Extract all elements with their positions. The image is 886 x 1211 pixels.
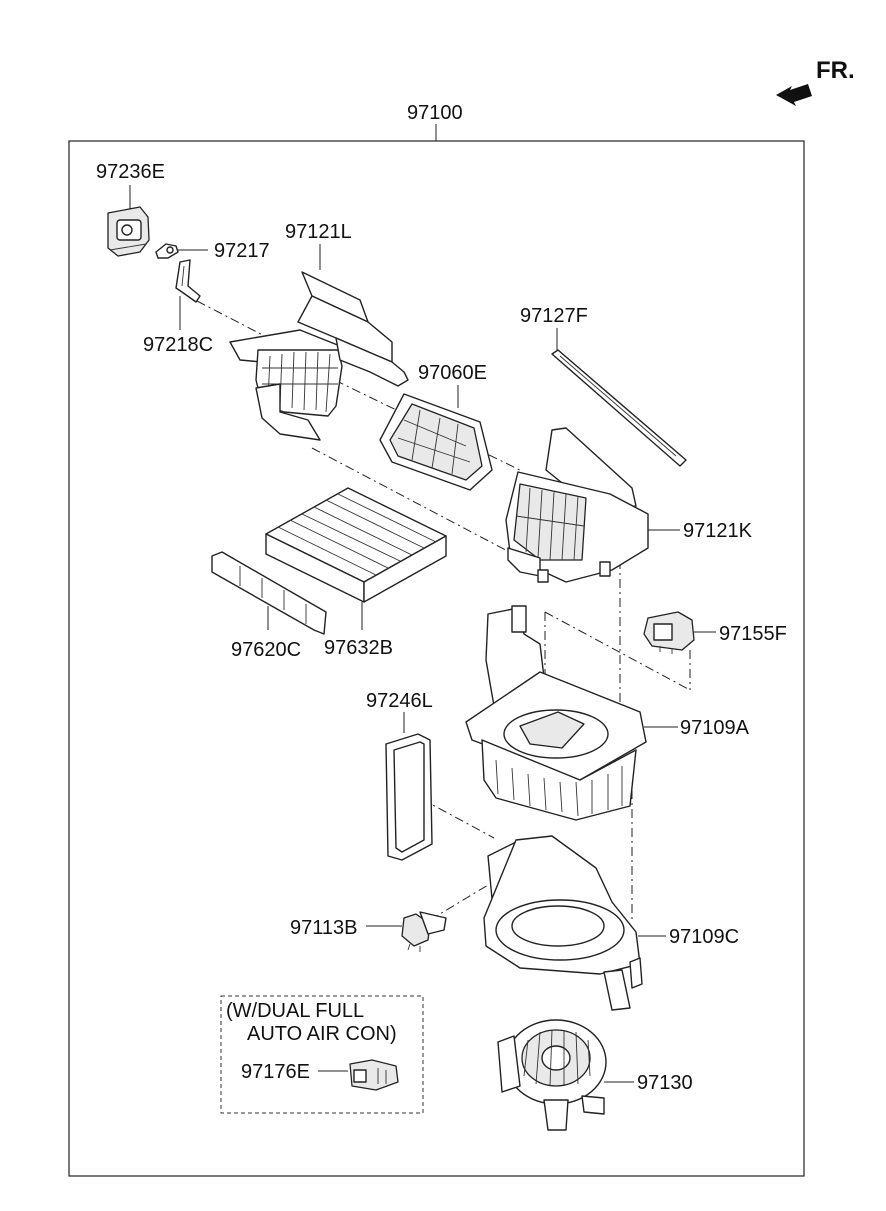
part-97155F[interactable]: 97155F	[643, 611, 787, 654]
part-label-97109C: 97109C	[669, 926, 739, 948]
clip-icon	[155, 243, 179, 259]
assembly-frame	[68, 140, 805, 1177]
part-97109A[interactable]: 97109A	[465, 605, 750, 821]
part-97130[interactable]: 97130	[497, 1019, 693, 1131]
lower-blower-housing-icon	[483, 835, 643, 1011]
assembly-label: 97100	[407, 102, 463, 124]
part-label-97121L: 97121L	[285, 221, 352, 243]
part-label-97109A: 97109A	[680, 717, 750, 739]
part-label-97130: 97130	[637, 1072, 693, 1094]
part-97632B[interactable]: 97632B	[265, 487, 447, 659]
note-line-1: (W/DUAL FULL	[226, 1000, 364, 1022]
resistor-icon	[401, 911, 447, 952]
part-label-97176E: 97176E	[241, 1061, 310, 1083]
part-label-97218C: 97218C	[143, 334, 213, 356]
part-97060E[interactable]: 97060E	[379, 362, 493, 491]
part-97121K[interactable]: 97121K	[505, 427, 753, 583]
lever-icon	[175, 259, 201, 303]
front-direction-indicator: FR.	[776, 57, 855, 106]
front-label: FR.	[816, 57, 855, 84]
part-label-97113B: 97113B	[290, 917, 357, 939]
part-label-97236E: 97236E	[96, 161, 165, 183]
part-97218C[interactable]: 97218C	[143, 259, 213, 356]
part-label-97620C: 97620C	[231, 639, 301, 661]
control-module-icon	[349, 1059, 399, 1091]
intake-case-icon	[505, 427, 649, 583]
switch-module-icon	[643, 611, 695, 654]
part-label-97060E: 97060E	[418, 362, 487, 384]
part-97236E[interactable]: 97236E	[96, 161, 165, 257]
note-line-2: AUTO AIR CON)	[247, 1023, 397, 1045]
part-label-97632B: 97632B	[324, 637, 393, 659]
part-97246L[interactable]: 97246L	[366, 690, 433, 861]
upper-blower-housing-icon	[465, 605, 647, 821]
part-label-97155F: 97155F	[719, 623, 787, 645]
note-frame	[220, 995, 424, 1114]
part-97121L[interactable]: 97121L	[229, 221, 409, 441]
part-97109C[interactable]: 97109C	[483, 835, 739, 1011]
part-97620C[interactable]: 97620C	[211, 551, 327, 661]
part-label-97217: 97217	[214, 240, 270, 262]
part-97176E[interactable]: 97176E	[241, 1059, 399, 1091]
part-97217[interactable]: 97217	[155, 240, 270, 262]
filter-frame-icon	[379, 393, 493, 491]
gasket-icon	[385, 733, 433, 861]
seal-strip-icon	[551, 349, 687, 467]
front-arrow-icon	[776, 84, 812, 106]
part-label-97121K: 97121K	[683, 520, 753, 542]
dual-auto-aircon-note: (W/DUAL FULL AUTO AIR CON)	[220, 995, 424, 1114]
part-label-97246L: 97246L	[366, 690, 433, 712]
upper-case-icon	[229, 271, 409, 441]
filter-cover-icon	[211, 551, 327, 635]
part-97127F[interactable]: 97127F	[520, 305, 687, 467]
actuator-icon	[107, 206, 150, 257]
blower-motor-icon	[497, 1019, 607, 1131]
part-97113B[interactable]: 97113B	[290, 911, 447, 952]
cabin-filter-icon	[265, 487, 447, 603]
part-label-97127F: 97127F	[520, 305, 588, 327]
